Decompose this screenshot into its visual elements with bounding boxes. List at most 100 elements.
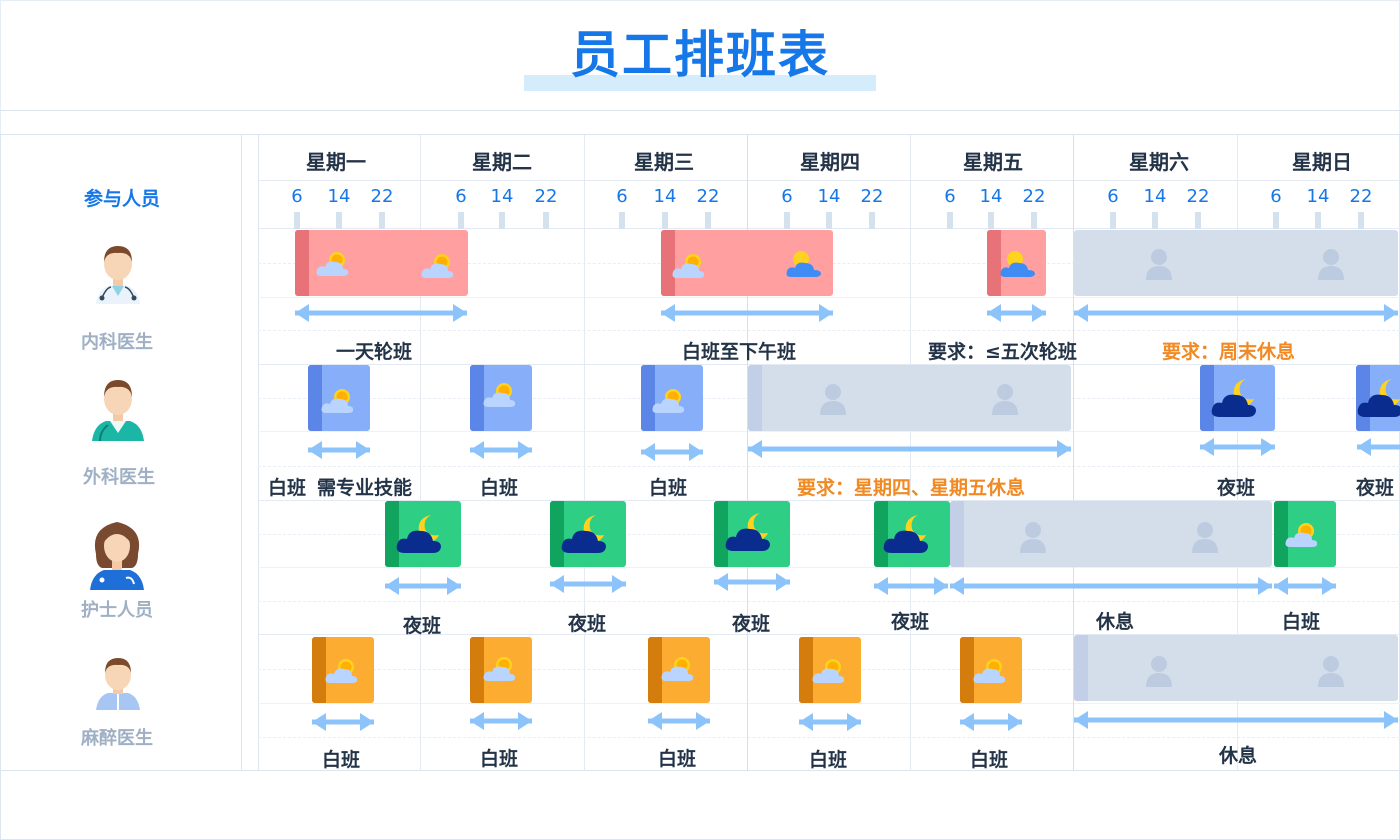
person-name-internal: 内科医生: [81, 332, 153, 353]
shift-label: 白班: [480, 748, 519, 770]
hour-label: 14: [327, 186, 351, 207]
grid-dash: [258, 737, 1400, 738]
shift-label: 白班: [970, 749, 1009, 771]
hour-tick: [1031, 212, 1037, 229]
rest-block[interactable]: [748, 365, 1071, 431]
day-divider: [747, 135, 748, 771]
span-arrow: [950, 577, 1272, 595]
shift-block-night[interactable]: [385, 501, 461, 567]
shift-block-day[interactable]: [308, 365, 370, 431]
person-placeholder-icon: [1318, 249, 1344, 280]
person-placeholder-icon: [1146, 249, 1172, 280]
grid-line: [258, 567, 1400, 568]
requirement-note: 要求：周末休息: [1162, 341, 1296, 363]
shift-block-day-night[interactable]: [295, 230, 468, 296]
moon-cloud-icon: [561, 515, 606, 553]
day-header: 星期六: [1129, 150, 1189, 174]
shift-label: 白班: [658, 748, 697, 770]
span-arrow: [661, 304, 833, 322]
person-placeholder-icon: [1146, 656, 1172, 687]
span-arrow: [648, 712, 710, 730]
span-arrow: [714, 573, 790, 591]
shift-block-day-evening[interactable]: [661, 230, 833, 296]
hour-tick: [619, 212, 625, 229]
span-arrow: [385, 577, 461, 595]
grid-line: [258, 297, 1400, 298]
shift-strip: [385, 501, 399, 567]
shift-block-evening[interactable]: [987, 230, 1046, 296]
rest-block[interactable]: [950, 501, 1272, 567]
moon-cloud-icon: [1357, 379, 1400, 417]
hour-label: 6: [1107, 186, 1119, 207]
hour-tick: [1195, 212, 1201, 229]
shift-block-day[interactable]: [641, 365, 703, 431]
shift-label: 白班: [268, 477, 307, 499]
anesthetist-avatar-icon: [96, 658, 140, 710]
shift-label: 白班: [809, 749, 848, 771]
shift-label: 一天轮班: [336, 341, 413, 363]
shift-strip: [874, 501, 888, 567]
footer-area: [0, 770, 1400, 840]
grid-line: [258, 703, 1400, 704]
day-divider: [420, 135, 421, 771]
hour-tick: [988, 212, 994, 229]
shift-label: 夜班: [568, 613, 607, 635]
shift-block-day[interactable]: [470, 365, 532, 431]
person-name-anesthetist: 麻醉医生: [81, 728, 153, 749]
grid-line: [258, 364, 1400, 365]
span-arrow: [1274, 577, 1336, 595]
shift-strip: [1074, 635, 1088, 701]
rest-block[interactable]: [1074, 635, 1398, 701]
shift-label: 休息: [1219, 745, 1258, 767]
grid-dash: [258, 534, 1400, 535]
moon-cloud-icon: [725, 513, 770, 551]
shift-block-day[interactable]: [312, 637, 374, 703]
day-header: 星期五: [963, 150, 1023, 174]
rest-block[interactable]: [1074, 230, 1398, 296]
shift-strip: [648, 637, 662, 703]
requirement-note: 要求：星期四、星期五休息: [797, 477, 1026, 499]
span-arrow: [874, 577, 948, 595]
hour-tick: [336, 212, 342, 229]
day-header: 星期日: [1292, 150, 1352, 174]
shift-label: 白班: [322, 749, 361, 771]
hour-label: 22: [534, 186, 558, 207]
hour-tick: [499, 212, 505, 229]
day-header: 星期二: [472, 150, 532, 174]
span-arrow: [1357, 438, 1400, 456]
span-arrow: [470, 441, 532, 459]
person-name-surgeon: 外科医生: [83, 467, 155, 488]
shift-block-day[interactable]: [1274, 501, 1336, 567]
shift-block-night[interactable]: [1356, 365, 1400, 431]
hour-label: 22: [1022, 186, 1046, 207]
day-divider: [910, 135, 911, 771]
hour-label: 14: [653, 186, 677, 207]
hour-label: 14: [979, 186, 1003, 207]
shift-block-day[interactable]: [470, 637, 532, 703]
hour-label: 22: [860, 186, 884, 207]
surgeon-avatar-icon: [92, 380, 144, 441]
sun-cloud-icon: [1285, 523, 1318, 547]
hour-label: 22: [1186, 186, 1210, 207]
span-arrow: [308, 441, 370, 459]
day-divider: [1073, 135, 1074, 771]
sun-cloud-icon: [483, 383, 516, 407]
person-placeholder-icon: [820, 384, 846, 415]
shift-block-day[interactable]: [960, 637, 1022, 703]
grid-dash: [258, 466, 1400, 467]
shift-block-night[interactable]: [874, 501, 950, 567]
hour-tick: [1273, 212, 1279, 229]
shift-block-night[interactable]: [714, 501, 790, 567]
hour-label: 6: [616, 186, 628, 207]
sun-cloud-icon: [325, 659, 358, 683]
hour-tick: [1110, 212, 1116, 229]
shift-block-day[interactable]: [648, 637, 710, 703]
shift-block-night[interactable]: [1200, 365, 1275, 431]
grid-dash: [258, 330, 1400, 331]
shift-block-night[interactable]: [550, 501, 626, 567]
shift-strip: [308, 365, 322, 431]
shift-block-day[interactable]: [799, 637, 861, 703]
shift-label: 夜班: [403, 615, 442, 637]
hour-label: 22: [1349, 186, 1373, 207]
day-header: 星期一: [306, 150, 366, 174]
